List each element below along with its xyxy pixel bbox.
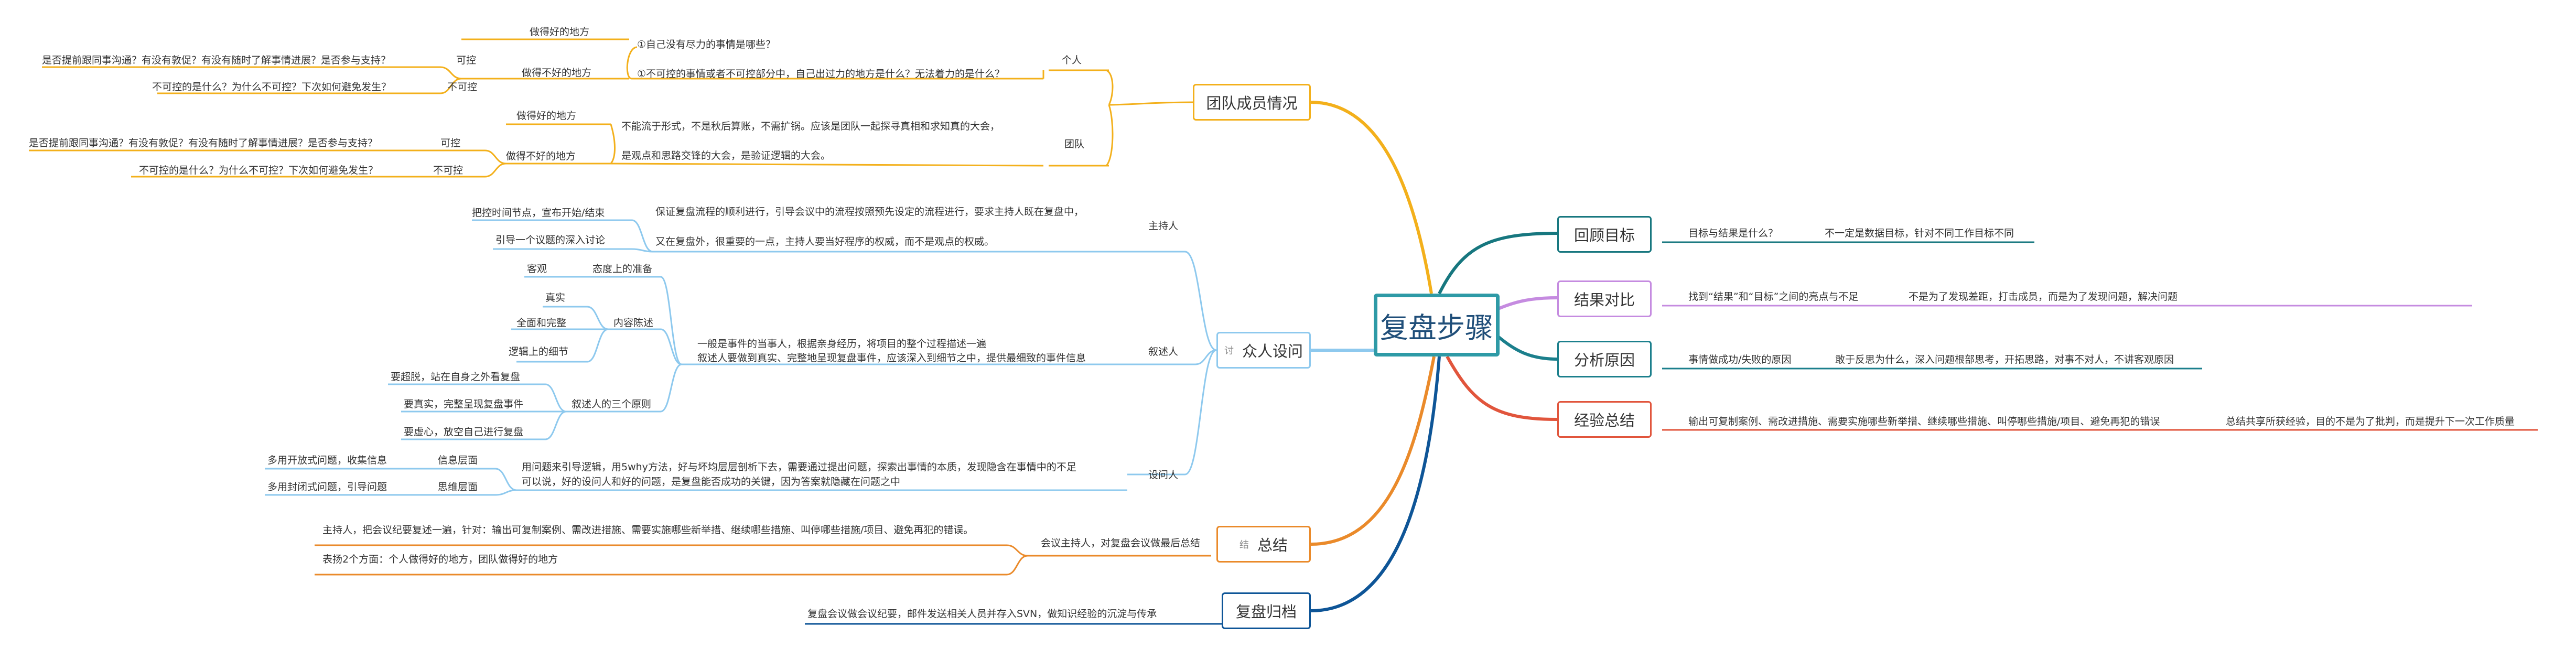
team-personal-bad[interactable]: 做得不好的地方 (522, 67, 592, 79)
analyze-note: 敢于反思为什么，深入问题根部思考，开拓思路，对事不对人，不讲客观原因 (1835, 354, 2174, 365)
discuss-questioner-thinking[interactable]: 思维层面 (438, 481, 478, 493)
topic-conclude[interactable]: 结总结 (1216, 526, 1311, 563)
discuss-narrator-attitude[interactable]: 态度上的准备 (592, 263, 653, 275)
conclude-badge-icon: 结 (1239, 539, 1249, 550)
discuss-narrator-principle-2[interactable]: 要真实，完整呈现复盘事件 (404, 398, 524, 410)
link-archive (1310, 356, 1441, 612)
topic-conclude-label: 总结 (1257, 536, 1288, 554)
topic-summary[interactable]: 经验总结 (1557, 401, 1652, 438)
archive-text: 复盘会议做会议纪要，邮件发送相关人员并存入SVN，做知识经验的沉淀与传承 (807, 608, 1157, 620)
topic-discuss[interactable]: 讨众人设问 (1216, 332, 1311, 369)
summary-note: 总结共享所获经验，目的不是为了批判，而是提升下一次工作质量 (2226, 416, 2515, 427)
discuss-host-label[interactable]: 主持人 (1148, 220, 1179, 232)
team-group-note-2: 是观点和思路交锋的大会，是验证逻辑的大会。 (621, 150, 831, 161)
link-summary (1446, 355, 1558, 421)
team-personal-note-1: ①自己没有尽力的事情是哪些？ (637, 39, 776, 50)
team-personal-controllable-question: 是否提前跟同事沟通？有没有敦促？有没有随时了解事情进展？是否参与支持？ (42, 55, 391, 66)
discuss-host-desc-2: 又在复盘外，很重要的一点，主持人要当好程序的权威，而不是观点的权威。 (655, 236, 995, 247)
discuss-questioner-desc-1: 用问题来引导逻辑，用5why方法，好与坏均层层剖析下去，需要通过提出问题，探索出… (522, 461, 1076, 473)
discuss-narrator-complete[interactable]: 全面和完整 (516, 317, 567, 329)
discuss-narrator-desc-1: 一般是事件的当事人，根据亲身经历，将项目的整个过程描述一遍 (697, 338, 987, 350)
topic-review[interactable]: 回顾目标 (1557, 216, 1652, 253)
discuss-questioner-desc-2: 可以说，好的设问人和好的问题，是复盘能否成功的关键，因为答案就隐藏在问题之中 (522, 476, 901, 488)
link-conclude (1310, 356, 1436, 546)
link-team (1310, 101, 1433, 294)
discuss-narrator-objective[interactable]: 客观 (527, 263, 547, 275)
team-group-note-1: 不能流于形式，不是秋后算账，不需扩锅。应该是团队一起探寻真相和求知真的大会， (621, 121, 1000, 132)
discuss-narrator-real[interactable]: 真实 (545, 292, 566, 304)
discuss-questioner-label[interactable]: 设问人 (1148, 469, 1179, 481)
team-group-uncontrollable[interactable]: 不可控 (433, 165, 464, 176)
team-group-controllable[interactable]: 可控 (440, 137, 461, 149)
review-note: 不一定是数据目标，针对不同工作目标不同 (1825, 228, 2014, 239)
central-topic[interactable]: 复盘步骤 (1374, 294, 1500, 356)
team-personal-label[interactable]: 个人 (1062, 55, 1082, 66)
discuss-questioner-info-question: 多用开放式问题，收集信息 (267, 455, 387, 466)
topic-analyze[interactable]: 分析原因 (1557, 341, 1652, 377)
team-personal-uncontrollable-question: 不可控的是什么？为什么不可控？下次如何避免发生？ (152, 81, 392, 93)
team-group-uncontrollable-question: 不可控的是什么？为什么不可控？下次如何避免发生？ (139, 165, 379, 176)
team-group-label[interactable]: 团队 (1064, 138, 1085, 150)
conclude-text-2: 表扬2个方面：个人做得好的地方，团队做得好的地方 (322, 554, 558, 565)
topic-discuss-label: 众人设问 (1242, 342, 1303, 360)
conclude-text-1: 主持人，把会议纪要复述一遍，针对：输出可复制案例、需改进措施、需要实施哪些新举措… (322, 524, 974, 536)
link-review (1438, 232, 1558, 295)
discuss-narrator-label[interactable]: 叙述人 (1148, 346, 1179, 358)
review-question[interactable]: 目标与结果是什么？ (1688, 228, 1779, 239)
link-compare (1496, 296, 1558, 311)
discuss-narrator-principle-3[interactable]: 要虚心，放空自己进行复盘 (404, 426, 524, 438)
discuss-questioner-info[interactable]: 信息层面 (438, 455, 478, 466)
discuss-narrator-content[interactable]: 内容陈述 (613, 317, 654, 329)
topic-team[interactable]: 团队成员情况 (1193, 84, 1311, 121)
discuss-narrator-principle-1[interactable]: 要超脱，站在自身之外看复盘 (391, 371, 521, 383)
discuss-narrator-desc-2: 叙述人要做到真实、完整地呈现复盘事件，应该深入到细节之中，提供最细致的事件信息 (697, 352, 1086, 364)
discuss-questioner-thinking-question: 多用封闭式问题，引导问题 (267, 481, 387, 493)
conclude-mid[interactable]: 会议主持人，对复盘会议做最后总结 (1041, 537, 1201, 549)
team-group-bad[interactable]: 做得不好的地方 (506, 150, 576, 162)
discuss-badge-icon: 讨 (1224, 345, 1234, 356)
analyze-question[interactable]: 事情做成功/失败的原因 (1688, 354, 1792, 365)
topic-archive[interactable]: 复盘归档 (1222, 592, 1311, 629)
discuss-host-item-2[interactable]: 引导一个议题的深入讨论 (495, 234, 606, 246)
team-group-controllable-question: 是否提前跟同事沟通？有没有敦促？有没有随时了解事情进展？是否参与支持？ (29, 137, 378, 149)
summary-question[interactable]: 输出可复制案例、需改进措施、需要实施哪些新举措、继续哪些措施、叫停哪些措施/项目… (1688, 416, 2160, 427)
team-group-good[interactable]: 做得好的地方 (516, 110, 577, 122)
topic-compare[interactable]: 结果对比 (1557, 280, 1652, 317)
link-analyze (1496, 334, 1558, 361)
team-personal-controllable[interactable]: 可控 (456, 55, 477, 66)
discuss-host-desc-1: 保证复盘流程的顺利进行，引导会议中的流程按照预先设定的流程进行，要求主持人既在复… (655, 206, 1084, 218)
team-personal-good[interactable]: 做得好的地方 (530, 26, 590, 38)
compare-note: 不是为了发现差距，打击成员，而是为了发现问题，解决问题 (1909, 291, 2178, 303)
discuss-narrator-principles[interactable]: 叙述人的三个原则 (572, 398, 652, 410)
discuss-host-item-1[interactable]: 把控时间节点，宣布开始/结束 (472, 207, 605, 219)
compare-question[interactable]: 找到“结果”和“目标”之间的亮点与不足 (1688, 291, 1859, 303)
discuss-narrator-logic[interactable]: 逻辑上的细节 (509, 346, 569, 358)
team-personal-uncontrollable[interactable]: 不可控 (447, 81, 478, 93)
team-personal-note-2: ①不可控的事情或者不可控部分中，自己出过力的地方是什么？无法着力的是什么？ (637, 68, 1005, 80)
